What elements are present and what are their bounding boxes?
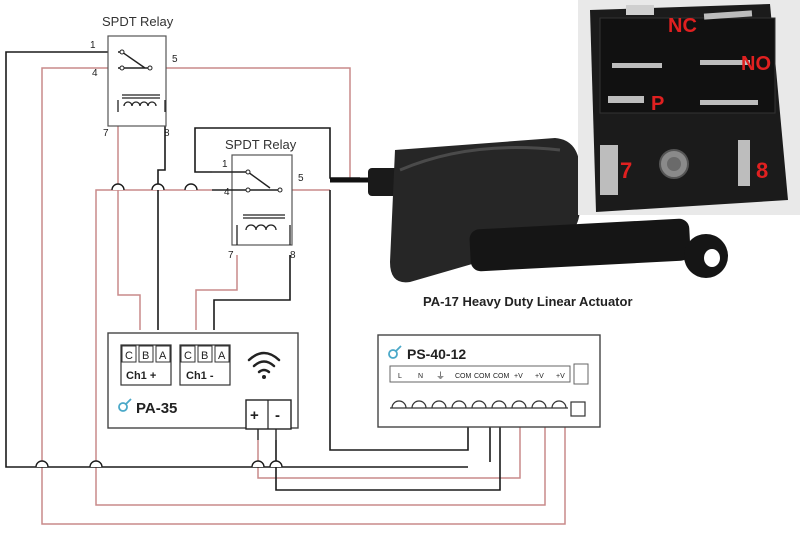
relay-1-body [107, 35, 167, 127]
pa35-logo-icon [118, 398, 132, 412]
ps4012-label-n: N [418, 373, 423, 380]
pa35-minus-label: - [275, 407, 280, 424]
terminal-c: C [125, 350, 133, 362]
relay-1-pin-8: 8 [164, 128, 170, 139]
terminal-c: C [184, 350, 192, 362]
wifi-icon [247, 351, 281, 379]
linear-actuator: PA-17 Heavy Duty Linear Actuator [330, 138, 728, 309]
photo-label-pin-8: 8 [756, 158, 768, 183]
relay-1-coil [117, 94, 166, 112]
pa35-ch1-minus-terminal: C B A Ch1 - [179, 344, 231, 386]
photo-label-no: NO [741, 53, 771, 75]
ps4012-module: PS-40-12 L N ⏚ COM COM COM +V +V +V [377, 334, 601, 428]
relay-photo: NC NO P 7 8 [578, 0, 800, 215]
relay-1-pin-5: 5 [172, 54, 178, 65]
ps4012-label-v: +V [514, 373, 523, 380]
ps4012-adjust [573, 363, 589, 385]
ps4012-label-v: +V [535, 373, 544, 380]
relay-2-coil [236, 214, 291, 245]
ps4012-label-com: COM [474, 373, 491, 380]
photo-label-p: P [651, 93, 664, 115]
relay-1: SPDT Relay 1 4 5 7 8 [90, 14, 178, 139]
relay-2-pin-1: 1 [222, 159, 228, 170]
relay-1-pin-7: 7 [103, 128, 109, 139]
ps4012-label-com: COM [455, 373, 472, 380]
relay-1-pin-1: 1 [90, 40, 96, 51]
ps4012-label-com: COM [493, 373, 510, 380]
relay-2-body [231, 154, 293, 246]
wire-crossovers [35, 183, 283, 468]
relay-2-pin-8: 8 [290, 250, 296, 261]
relay-2: SPDT Relay 1 4 5 7 8 [212, 137, 304, 261]
terminal-a: A [218, 350, 226, 362]
ps4012-label-strip [389, 365, 571, 383]
pa35-plus-label: + [250, 407, 259, 424]
ch1-minus-label: Ch1 - [186, 370, 214, 382]
pa35-module: C B A Ch1 + C B A Ch1 - PA-35 + [107, 332, 299, 440]
pa35-ch1-plus-terminal: C B A Ch1 + [120, 344, 172, 386]
terminal-a: A [159, 350, 167, 362]
photo-label-nc: NC [668, 15, 697, 37]
photo-label-pin-7: 7 [620, 158, 632, 183]
relay-2-pin-4: 4 [224, 187, 230, 198]
ch1-plus-label: Ch1 + [126, 370, 156, 382]
ps4012-logo-icon [388, 345, 402, 359]
ps4012-screw-terminals [390, 400, 586, 417]
relay-2-pin-7: 7 [228, 250, 234, 261]
ps4012-label-l: L [398, 373, 402, 380]
actuator-caption: PA-17 Heavy Duty Linear Actuator [423, 294, 633, 309]
terminal-b: B [201, 350, 208, 362]
ps4012-label-ground: ⏚ [436, 371, 445, 381]
red-wires [41, 67, 566, 525]
ps4012-label-v: +V [556, 373, 565, 380]
relay-2-title: SPDT Relay [225, 137, 297, 152]
ps4012-name: PS-40-12 [407, 346, 466, 362]
relay-1-title: SPDT Relay [102, 14, 174, 29]
relay-1-pin-4: 4 [92, 68, 98, 79]
terminal-b: B [142, 350, 149, 362]
pa35-name: PA-35 [136, 400, 177, 417]
relay-2-pin-5: 5 [298, 173, 304, 184]
